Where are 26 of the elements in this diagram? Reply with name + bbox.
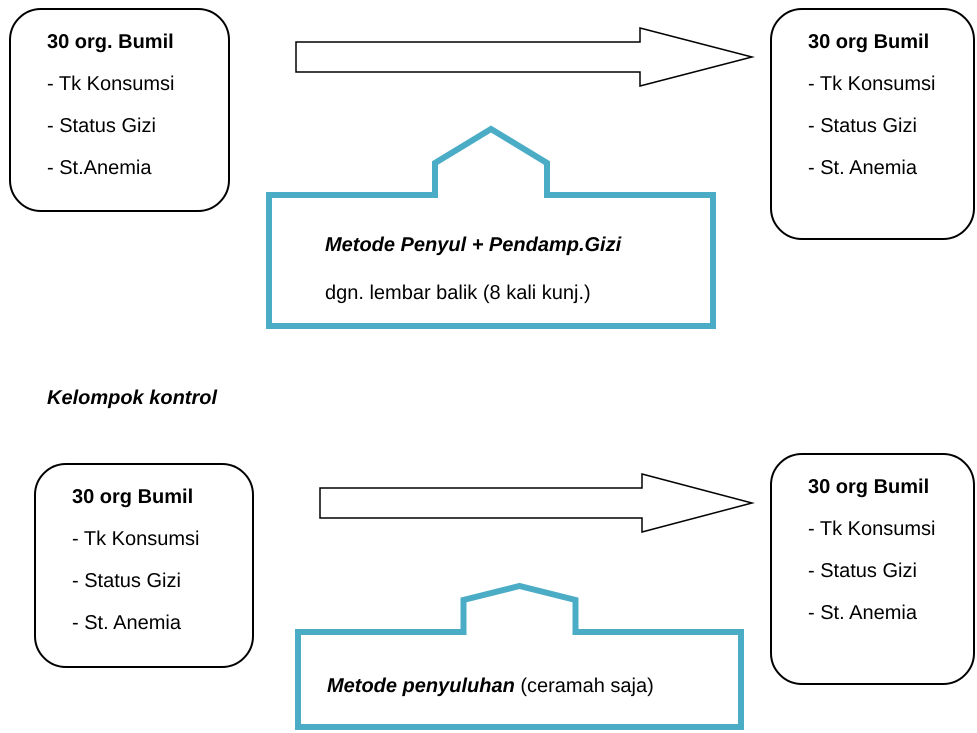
list-item: - Status Gizi (808, 559, 918, 583)
list-item: - St. Anemia (808, 601, 918, 625)
rounded-box (34, 463, 254, 668)
list-item: - St. Anemia (808, 156, 918, 180)
method-text: Metode Penyul + Pendamp.Gizi (325, 233, 622, 257)
list-item: - Tk Konsumsi (808, 72, 936, 96)
box-heading: 30 org Bumil (808, 475, 930, 499)
list-item: - St.Anemia (47, 156, 152, 180)
rounded-box (770, 453, 975, 685)
box-heading: 30 org. Bumil (47, 30, 175, 54)
list-item: - Status Gizi (72, 569, 182, 593)
list-item: - Tk Konsumsi (72, 527, 200, 551)
list-item: - Tk Konsumsi (808, 517, 936, 541)
box-heading: 30 org Bumil (808, 30, 930, 54)
box-heading: 30 org Bumil (72, 485, 194, 509)
list-item: - St. Anemia (72, 611, 182, 635)
method-text: dgn. lembar balik (8 kali kunj.) (325, 281, 592, 305)
block-arrow (319, 473, 755, 533)
list-item: - Status Gizi (47, 114, 157, 138)
rounded-box (770, 8, 975, 240)
block-arrow (295, 27, 755, 87)
list-item: - Status Gizi (808, 114, 918, 138)
method-text: Metode penyuluhan (ceramah saja) (327, 674, 654, 698)
rounded-box (9, 8, 230, 212)
list-item: - Tk Konsumsi (47, 72, 176, 96)
group-heading: Kelompok kontrol (47, 386, 218, 410)
